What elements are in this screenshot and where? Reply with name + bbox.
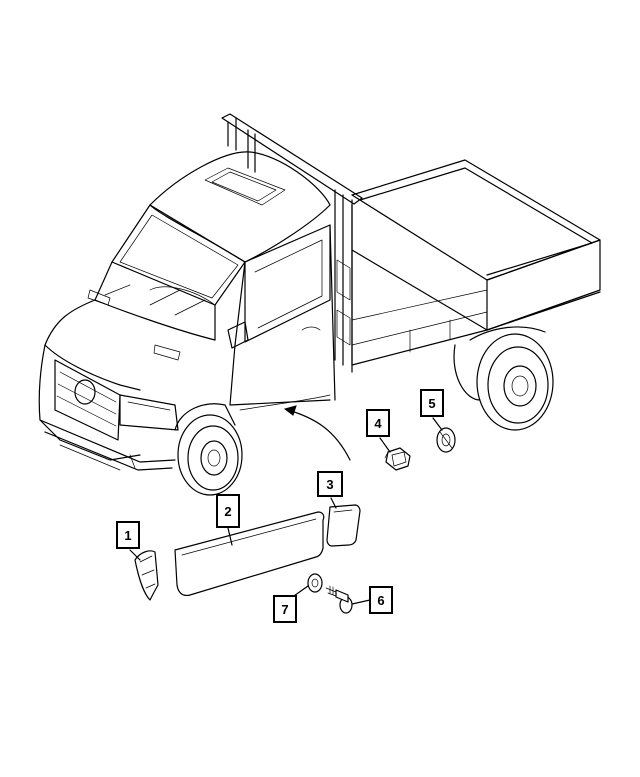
cab-rack — [221, 113, 363, 373]
part-4-clip — [384, 447, 411, 471]
part-1-end-cap — [134, 550, 159, 601]
callout-4: 4 — [366, 409, 390, 437]
callouts: 1 2 3 4 5 6 7 — [116, 389, 444, 623]
callout-5: 5 — [420, 389, 444, 417]
dropside-body — [351, 159, 601, 366]
arrow-head-icon — [283, 405, 297, 416]
callout-3: 3 — [317, 471, 343, 497]
callout-7: 7 — [273, 595, 297, 623]
callout-6: 6 — [369, 586, 393, 614]
callout-2: 2 — [216, 494, 240, 528]
part-3-rear-moulding — [326, 504, 361, 547]
callout-5-label: 5 — [428, 396, 435, 411]
leader-lines — [129, 417, 443, 605]
part-2-side-moulding — [174, 511, 325, 597]
callout-2-label: 2 — [224, 504, 231, 519]
truck-illustration — [38, 113, 601, 496]
cab-body — [44, 151, 336, 411]
part-7-washer — [307, 573, 323, 593]
parts — [134, 427, 456, 614]
callout-3-label: 3 — [326, 477, 333, 492]
rear-wheels — [453, 326, 554, 431]
callout-7-label: 7 — [281, 602, 288, 617]
callout-1: 1 — [116, 521, 140, 549]
callout-1-label: 1 — [124, 528, 131, 543]
callout-4-label: 4 — [374, 416, 382, 431]
part-6-screw — [325, 585, 353, 614]
callout-6-label: 6 — [377, 593, 384, 608]
part-5-grommet — [436, 427, 456, 453]
location-arrow — [287, 409, 351, 461]
front-end — [38, 344, 243, 496]
